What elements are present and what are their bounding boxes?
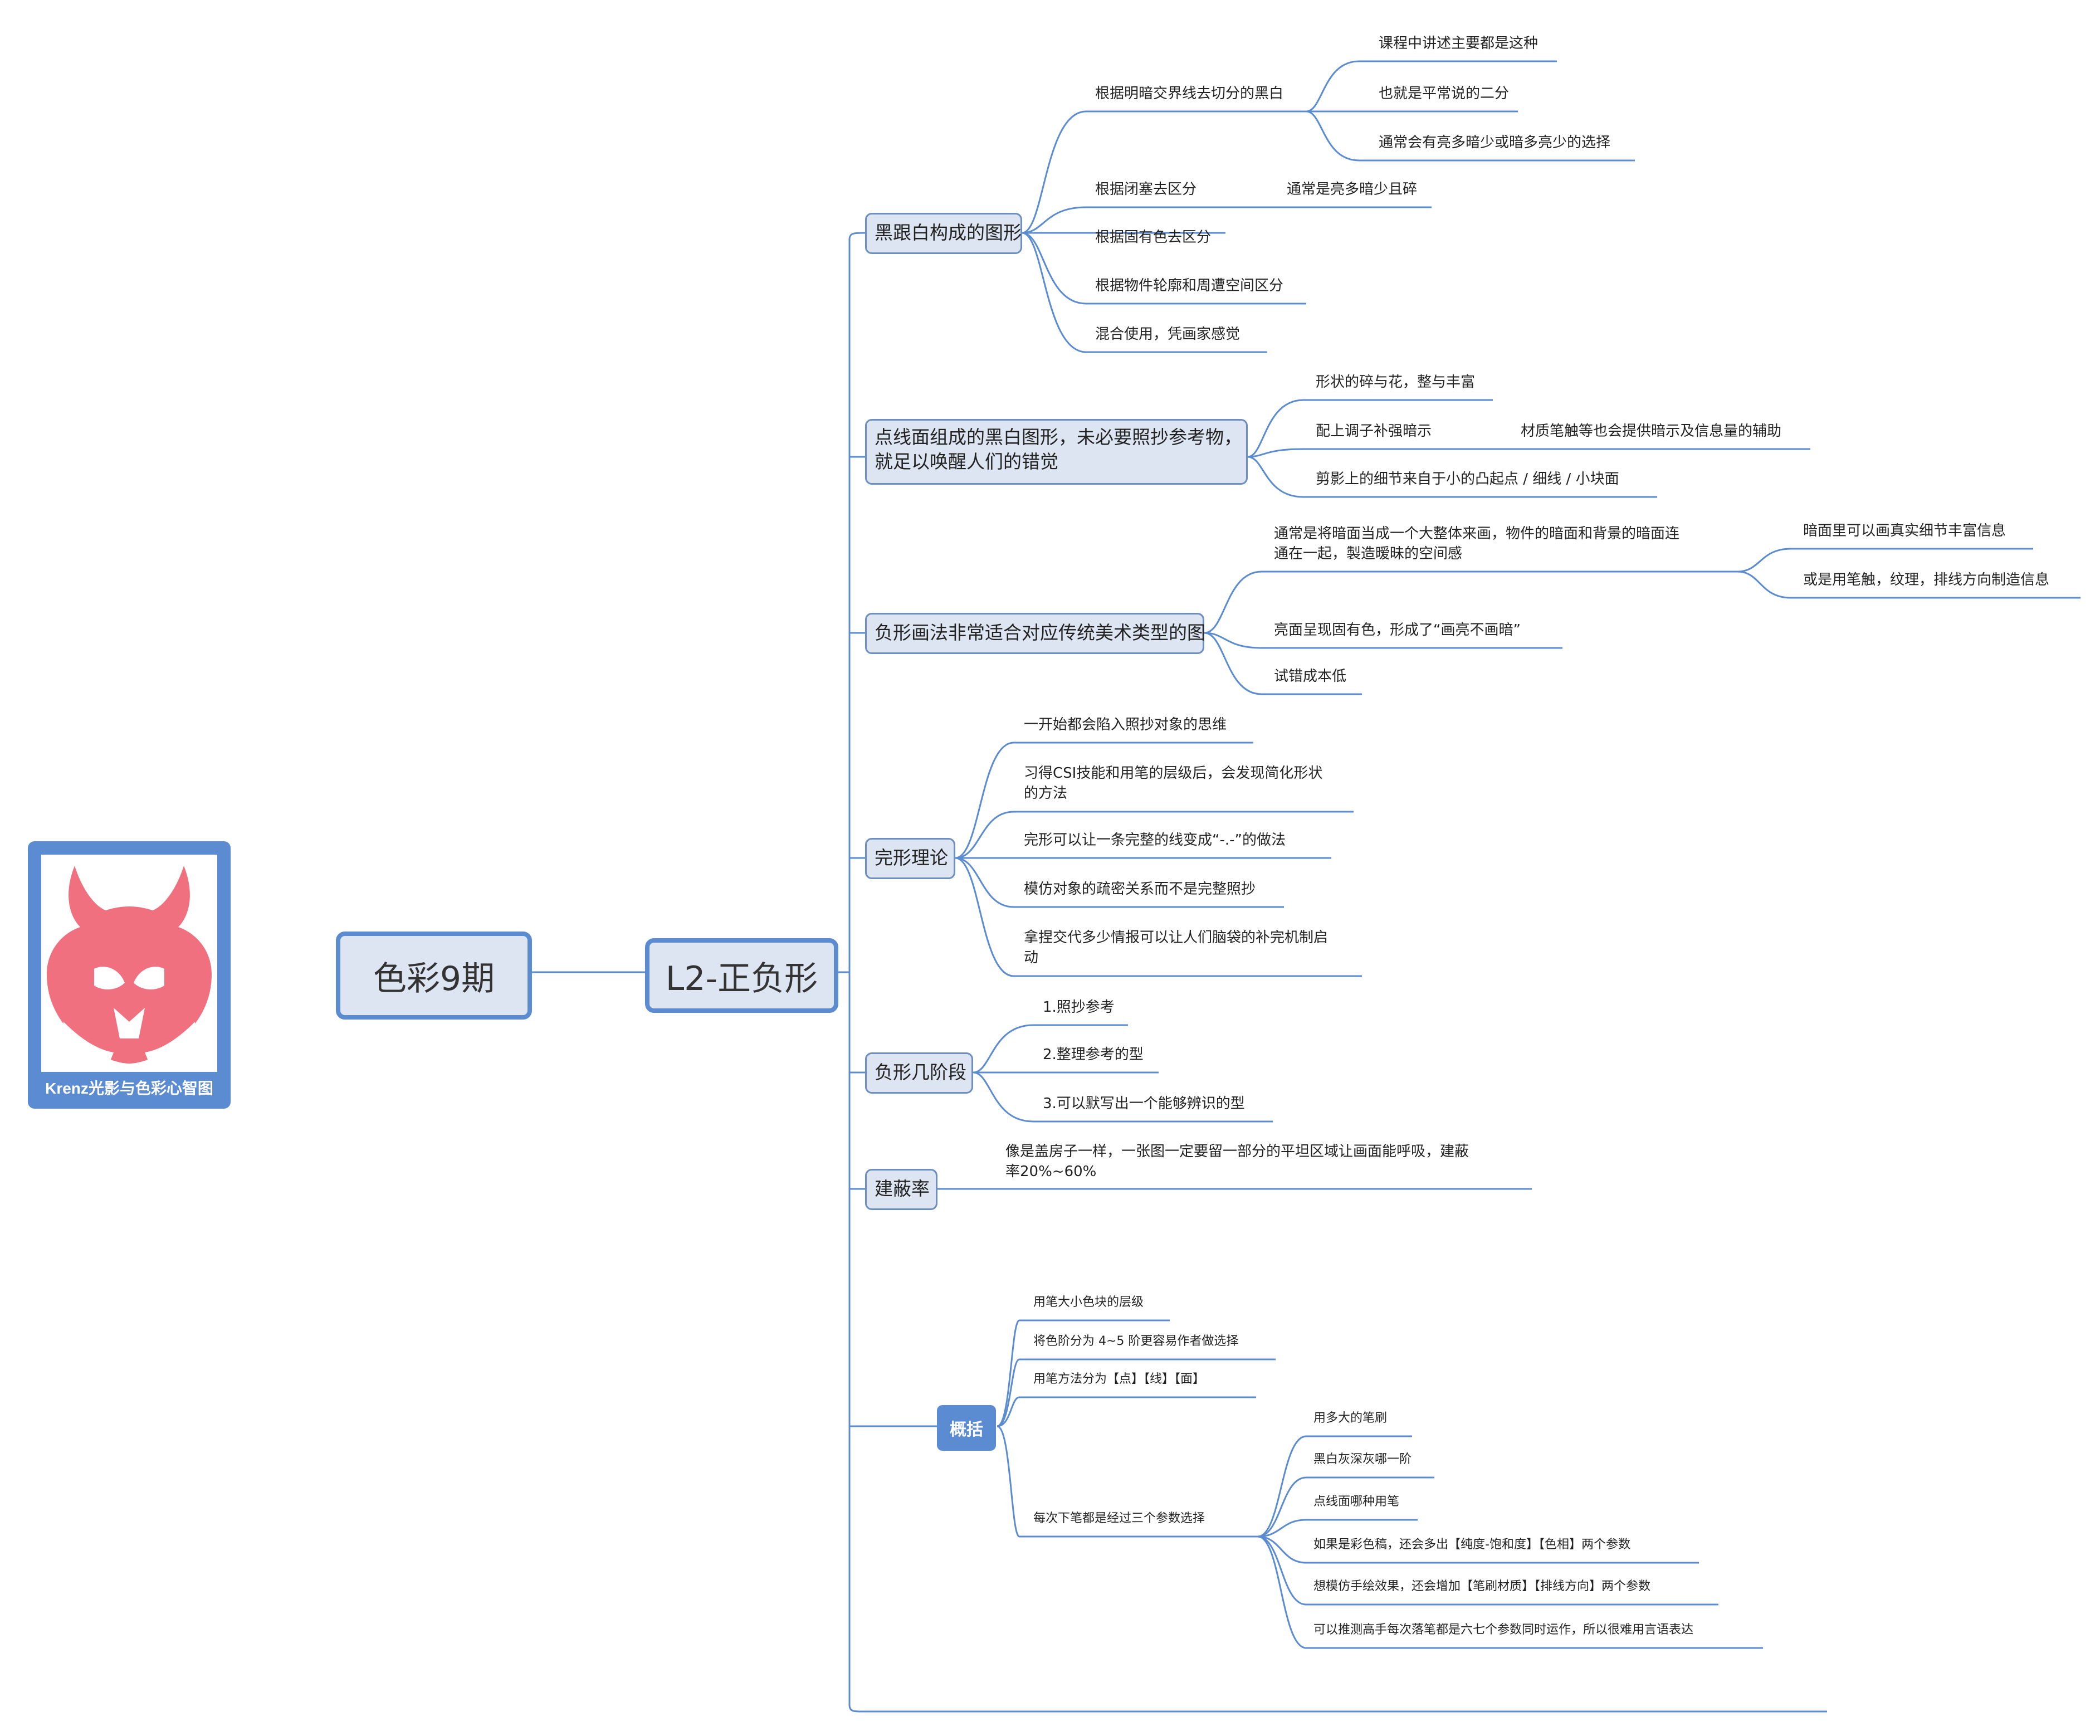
branch-negative-traditional[interactable]: 负形画法非常适合对应传统美术类型的图	[865, 613, 1205, 654]
node-completion[interactable]: 拿捏交代多少情报可以让人们脑袋的补完机制启 动	[1024, 928, 1328, 968]
node-shape-fragment[interactable]: 形状的碎与花，整与丰富	[1316, 374, 1476, 391]
branch-gestalt[interactable]: 完形理论	[865, 838, 955, 879]
node-value-steps[interactable]: 将色阶分为 4~5 阶更容易作者做选择	[1033, 1334, 1239, 1348]
node-tone-hint[interactable]: 配上调子补强暗示	[1316, 423, 1432, 440]
node-dark-mass[interactable]: 通常是将暗面当成一个大整体来画，物件的暗面和背景的暗面连 通在一起，製造暧昧的空…	[1274, 524, 1679, 564]
node-density[interactable]: 模仿对象的疏密关系而不是完整照抄	[1024, 881, 1256, 898]
node-dark-mass-line2: 通在一起，製造暧昧的空间感	[1274, 545, 1463, 562]
node-completion-line1: 拿捏交代多少情报可以让人们脑袋的补完机制启	[1024, 929, 1329, 946]
node-material-hint[interactable]: 材质笔触等也会提供暗示及信息量的辅助	[1521, 423, 1782, 440]
node-contour-space[interactable]: 根据物件轮廓和周遭空间区分	[1095, 277, 1284, 294]
node-course-main[interactable]: 课程中讲述主要都是这种	[1379, 35, 1539, 52]
node-local-color[interactable]: 根据固有色去区分	[1095, 229, 1212, 246]
node-broken-line[interactable]: 完形可以让一条完整的线变成“-.-”的做法	[1024, 832, 1286, 849]
node-stage-1[interactable]: 1.照抄参考	[1043, 999, 1115, 1016]
node-coverage-line1: 像是盖房子一样，一张图一定要留一部分的平坦区域让画面能呼吸，建蔽	[1005, 1143, 1469, 1160]
branch-summary[interactable]: 概括	[937, 1405, 996, 1451]
node-param-handdrawn[interactable]: 想模仿手绘效果，还会增加【笔刷材质】【排线方向】两个参数	[1313, 1579, 1651, 1593]
node-param-expert[interactable]: 可以推测高手每次落笔都是六七个参数同时运作，所以很难用言语表达	[1313, 1623, 1694, 1637]
node-stage-2[interactable]: 2.整理参考的型	[1043, 1046, 1144, 1063]
node-csi-simplify[interactable]: 习得CSI技能和用笔的层级后，会发现简化形状 的方法	[1024, 763, 1322, 803]
logo: Krenz光影与色彩心智图	[28, 841, 231, 1109]
branch-label-line1: 点线面组成的黑白图形，未必要照抄参考物，	[875, 426, 1242, 448]
branch-black-white-shapes[interactable]: 黑跟白构成的图形	[865, 213, 1022, 254]
branch-negative-stages[interactable]: 负形几阶段	[865, 1052, 973, 1094]
node-brush-methods[interactable]: 用笔方法分为【点】【线】【面】	[1033, 1372, 1205, 1386]
node-copy-trap[interactable]: 一开始都会陷入照抄对象的思维	[1024, 716, 1227, 733]
node-light-local-color[interactable]: 亮面呈现固有色，形成了“画亮不画暗”	[1274, 622, 1521, 638]
node-param-stroke[interactable]: 点线面哪种用笔	[1313, 1495, 1400, 1509]
logo-caption: Krenz光影与色彩心智图	[45, 1080, 213, 1097]
node-low-cost[interactable]: 试错成本低	[1274, 668, 1347, 685]
node-occlusion[interactable]: 根据闭塞去区分	[1095, 181, 1197, 198]
node-param-value[interactable]: 黑白灰深灰哪一阶	[1313, 1452, 1412, 1466]
node-three-params[interactable]: 每次下笔都是经过三个参数选择	[1033, 1511, 1205, 1525]
krenz-mascot-logo	[47, 866, 212, 1066]
node-silhouette-detail[interactable]: 剪影上的细节来自于小的凸起点 / 细线 / 小块面	[1316, 471, 1619, 487]
node-coverage-line2: 率20%~60%	[1005, 1163, 1097, 1180]
node-brush-texture[interactable]: 或是用笔触，纹理，排线方向制造信息	[1803, 572, 2050, 588]
node-occlusion-note[interactable]: 通常是亮多暗少且碎	[1287, 181, 1418, 198]
node-param-color[interactable]: 如果是彩色稿，还会多出【纯度-饱和度】【色相】两个参数	[1313, 1538, 1630, 1552]
node-dark-mass-line1: 通常是将暗面当成一个大整体来画，物件的暗面和背景的暗面连	[1274, 525, 1680, 542]
node-csi-line2: 的方法	[1024, 785, 1068, 802]
root-node[interactable]: 色彩9期	[336, 932, 532, 1020]
node-mixed-use[interactable]: 混合使用，凭画家感觉	[1095, 326, 1241, 343]
branch-coverage-ratio[interactable]: 建蔽率	[865, 1169, 937, 1210]
branch-point-line-plane[interactable]: 点线面组成的黑白图形，未必要照抄参考物， 就足以唤醒人们的错觉	[865, 419, 1248, 485]
node-csi-line1: 习得CSI技能和用笔的层级后，会发现简化形状	[1024, 765, 1323, 782]
node-light-dark-choice[interactable]: 通常会有亮多暗少或暗多亮少的选择	[1379, 134, 1611, 151]
branch-label-line2: 就足以唤醒人们的错觉	[875, 451, 1058, 472]
node-brush-block-level[interactable]: 用笔大小色块的层级	[1033, 1295, 1144, 1309]
node-coverage[interactable]: 像是盖房子一样，一张图一定要留一部分的平坦区域让画面能呼吸，建蔽 率20%~60…	[1005, 1142, 1469, 1182]
node-stage-3[interactable]: 3.可以默写出一个能够辨识的型	[1043, 1095, 1245, 1112]
node-param-brush-size[interactable]: 用多大的笔刷	[1313, 1411, 1388, 1425]
node-completion-line2: 动	[1024, 949, 1039, 966]
node-split-terminator[interactable]: 根据明暗交界线去切分的黑白	[1095, 85, 1284, 102]
node-two-values[interactable]: 也就是平常说的二分	[1379, 85, 1510, 102]
node-dark-detail[interactable]: 暗面里可以画真实细节丰富信息	[1803, 523, 2006, 539]
center-node[interactable]: L2-正负形	[645, 938, 838, 1013]
